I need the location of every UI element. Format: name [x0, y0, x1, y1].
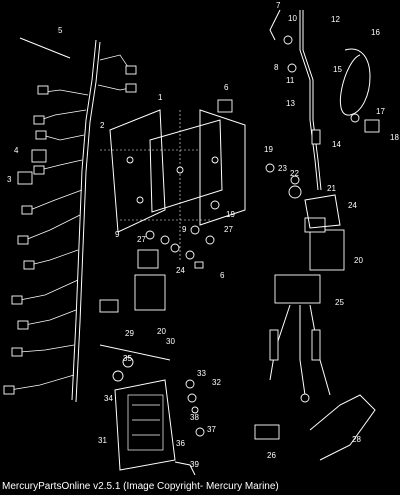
part-label: 24 — [348, 201, 357, 210]
part-label: 27 — [137, 235, 146, 244]
clip-29 — [99, 299, 119, 313]
strap-21 — [304, 194, 341, 229]
part-label: 8 — [274, 63, 279, 72]
part-label: 28 — [352, 435, 361, 444]
part-label: 4 — [14, 146, 19, 155]
part-label: 9 — [182, 225, 187, 234]
part-label: 39 — [190, 460, 199, 469]
part-labels: 1 2 3 4 5 6 6 7 8 9 9 10 11 12 13 14 15 … — [7, 1, 399, 469]
part-label: 18 — [390, 133, 399, 142]
relay-right — [304, 217, 345, 271]
footer-bar: MercuryPartsOnline v2.5.1 (Image Copyrig… — [0, 480, 400, 495]
fasteners — [145, 200, 220, 269]
part-label: 6 — [224, 83, 229, 92]
part-label: 34 — [104, 394, 113, 403]
part-label: 19 — [264, 145, 273, 154]
mounting-bracket — [100, 109, 246, 260]
wiring-harness — [3, 39, 137, 403]
part-label: 7 — [276, 1, 281, 10]
exploded-parts-diagram: 1 2 3 4 5 6 6 7 8 9 9 10 11 12 13 14 15 … — [3, 1, 399, 476]
part-label: 1 — [158, 93, 163, 102]
part-label: 21 — [327, 184, 336, 193]
part-label: 17 — [376, 107, 385, 116]
part-label: 22 — [290, 169, 299, 178]
cable-16 — [340, 48, 371, 116]
tie-30 — [99, 344, 171, 361]
part-label: 3 — [7, 175, 12, 184]
cable-28 — [309, 394, 376, 461]
part-label: 30 — [166, 337, 175, 346]
harness-25 — [269, 274, 331, 403]
part-label: 35 — [123, 354, 132, 363]
relay-left — [134, 249, 166, 311]
part-label: 6 — [220, 271, 225, 280]
part-label: 14 — [332, 140, 341, 149]
connector-26 — [254, 424, 280, 440]
part-label: 15 — [333, 65, 342, 74]
part-label: 27 — [224, 225, 233, 234]
terminal-7 — [269, 9, 281, 41]
part-label: 13 — [286, 99, 295, 108]
connector-3 — [17, 171, 33, 185]
part-label: 33 — [197, 369, 206, 378]
part-label: 26 — [267, 451, 276, 460]
part-label: 36 — [176, 439, 185, 448]
part-label: 16 — [371, 28, 380, 37]
part-label: 38 — [190, 413, 199, 422]
ecm-module — [114, 379, 176, 471]
part-label: 19 — [226, 210, 235, 219]
part-label: 24 — [176, 266, 185, 275]
part-label: 5 — [58, 26, 63, 35]
boot-18 — [364, 119, 380, 133]
part-label: 9 — [115, 230, 120, 239]
part-label: 37 — [207, 425, 216, 434]
battery-cable — [299, 10, 319, 191]
connector-4 — [31, 149, 47, 163]
cable-tie — [19, 37, 71, 59]
part-label: 23 — [278, 164, 287, 173]
part-label: 20 — [354, 256, 363, 265]
part-label: 20 — [157, 327, 166, 336]
terminal-14 — [311, 129, 321, 145]
part-label: 25 — [335, 298, 344, 307]
part-label: 2 — [100, 121, 105, 130]
part-label: 12 — [331, 15, 340, 24]
part-label: 10 — [288, 14, 297, 23]
part-label: 32 — [212, 378, 221, 387]
part-label: 29 — [125, 329, 134, 338]
part-label: 31 — [98, 436, 107, 445]
part-label: 11 — [286, 76, 295, 85]
grommet — [217, 99, 233, 113]
copyright-caption: MercuryPartsOnline v2.5.1 (Image Copyrig… — [2, 481, 279, 492]
